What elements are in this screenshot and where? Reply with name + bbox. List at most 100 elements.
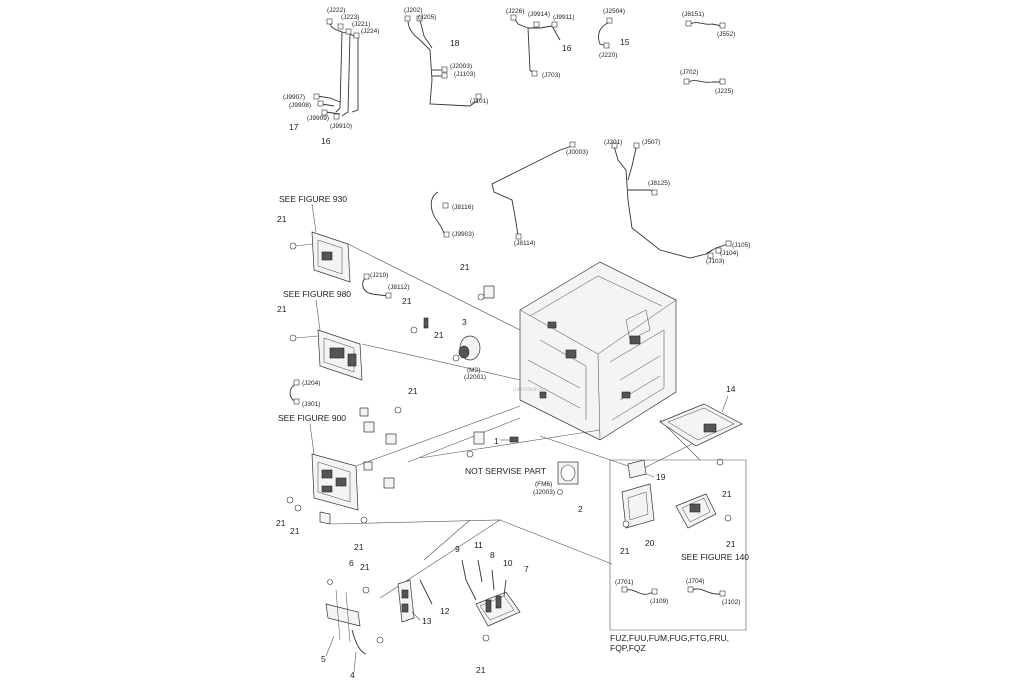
label-j103: (J103) xyxy=(706,258,724,265)
harness-j8151: (J8151) (J552) xyxy=(682,11,735,38)
harness-j0003: (J0003) (J8114) xyxy=(491,141,588,247)
harness-15: (J2504) 15 (J220) xyxy=(598,8,630,59)
callout-18: 18 xyxy=(450,38,460,48)
note-see-figure-980: SEE FIGURE 980 xyxy=(283,289,351,299)
callout-14: 14 xyxy=(726,384,736,394)
callout-11: 11 xyxy=(474,540,483,550)
label-j8114: (J8114) xyxy=(514,240,536,247)
label-j105: (J105) xyxy=(732,242,750,249)
label-j221: (J221) xyxy=(352,21,370,28)
small-parts-upper xyxy=(410,285,495,334)
callouts-21: 21 21 21 21 21 21 21 21 21 21 21 21 21 2… xyxy=(276,214,736,675)
harness-j702: (J702) (J225) xyxy=(680,69,733,95)
callout-10: 10 xyxy=(503,558,513,568)
label-j2003-fan: (J2003) xyxy=(533,489,555,496)
assembly-7-11: 9 11 8 10 7 xyxy=(455,540,529,642)
unit-see-figure-140: SEE FIGURE 140 xyxy=(675,493,749,562)
harness-j704: (J704) (J102) xyxy=(686,578,740,606)
label-j222: (J222) xyxy=(327,7,345,14)
harness-j701: (J701) (J109) xyxy=(615,579,668,605)
board-assembly-980 xyxy=(289,299,363,381)
label-j0003: (J0003) xyxy=(566,149,588,156)
harness-18: (J202) (J205) 18 (J2003) (J1103) (J101) xyxy=(404,7,488,107)
label-j8125: (J8125) xyxy=(648,180,670,187)
callout-21: 21 xyxy=(277,304,287,314)
callout-4: 4 xyxy=(350,670,355,680)
callout-21: 21 xyxy=(277,214,287,224)
callout-1: 1 xyxy=(494,436,499,446)
label-j9909: (J9909) xyxy=(307,115,329,122)
harness-16-right: (J226) (J9914) (J9911) 16 (J703) xyxy=(506,8,575,79)
callout-7: 7 xyxy=(524,564,529,574)
label-j101: (J101) xyxy=(470,98,488,105)
label-j507: (J507) xyxy=(642,139,660,146)
label-fm6: (FM6) xyxy=(535,481,552,488)
callout-8: 8 xyxy=(490,550,495,560)
models-note-line2: FQP,FQZ xyxy=(610,643,646,653)
label-j210: (J210) xyxy=(370,272,388,279)
label-j201: (J201) xyxy=(604,139,622,146)
harness-16-17: (J222) (J223) (J221) (J224) (J9907) (J99… xyxy=(283,7,379,146)
note-see-figure-930: SEE FIGURE 930 xyxy=(279,194,347,204)
label-j8151: (J8151) xyxy=(682,11,704,18)
part-19: 19 xyxy=(627,459,666,482)
harness-j8116: (J8116) (J9903) xyxy=(430,191,474,238)
callout-21: 21 xyxy=(276,518,286,528)
label-j2001: (J2001) xyxy=(464,374,486,381)
callout-21: 21 xyxy=(354,542,364,552)
label-j552: (J552) xyxy=(717,31,735,38)
label-j205: (J205) xyxy=(418,14,436,21)
callout-3: 3 xyxy=(462,317,467,327)
motor-m2: 3 (M2) (J2001) xyxy=(452,317,486,381)
main-chassis xyxy=(519,261,677,441)
callout-16-left: 16 xyxy=(321,136,331,146)
board-13: 13 12 xyxy=(362,579,450,626)
bracket-assembly-930 xyxy=(289,203,351,283)
models-note-line1: FUZ,FUU,FUM,FUG,FTG,FRU, xyxy=(610,633,729,643)
label-j9908: (J9908) xyxy=(289,102,311,109)
label-j225: (J225) xyxy=(715,88,733,95)
label-j102: (J102) xyxy=(722,599,740,606)
callout-21: 21 xyxy=(360,562,370,572)
label-j226: (J226) xyxy=(506,8,524,15)
label-j701: (J701) xyxy=(615,579,633,586)
callout-6: 6 xyxy=(349,558,354,568)
label-j703: (J703) xyxy=(542,72,560,79)
label-j301: (J301) xyxy=(302,401,320,408)
label-j220: (J220) xyxy=(599,52,617,59)
callout-21: 21 xyxy=(402,296,412,306)
callout-9: 9 xyxy=(455,544,460,554)
callout-5: 5 xyxy=(321,654,326,664)
callout-17: 17 xyxy=(289,122,299,132)
callout-21: 21 xyxy=(476,665,486,675)
bracket-5: 6 5 4 xyxy=(321,558,384,680)
label-j204: (J204) xyxy=(302,380,320,387)
label-j224: (J224) xyxy=(361,28,379,35)
callout-21: 21 xyxy=(726,539,736,549)
callout-13: 13 xyxy=(422,616,432,626)
label-j2003: (J2003) xyxy=(450,63,472,70)
callout-16-right: 16 xyxy=(562,43,572,53)
label-j109: (J109) xyxy=(650,598,668,605)
harness-j210: (J210) (J8112) xyxy=(362,272,410,299)
callout-19: 19 xyxy=(656,472,666,482)
label-j704: (J704) xyxy=(686,578,704,585)
label-m2: (M2) xyxy=(467,367,480,374)
note-not-service-part: NOT SERVISE PART xyxy=(465,466,546,476)
part-1: 1 NOT SERVISE PART xyxy=(465,431,546,476)
label-j223: (J223) xyxy=(341,14,359,21)
note-see-figure-140: SEE FIGURE 140 xyxy=(681,552,749,562)
note-see-figure-900: SEE FIGURE 900 xyxy=(278,413,346,423)
callout-21: 21 xyxy=(290,526,300,536)
label-j1103: (J1103) xyxy=(454,71,476,78)
label-j9914: (J9914) xyxy=(528,11,550,18)
label-j9911: (J9911) xyxy=(553,14,575,21)
label-j2504: (J2504) xyxy=(603,8,625,15)
label-j702: (J702) xyxy=(680,69,698,76)
label-j104: (J104) xyxy=(720,250,738,257)
board-assembly-900 xyxy=(286,406,402,525)
board-14: 14 xyxy=(659,384,743,447)
callout-21: 21 xyxy=(408,386,418,396)
